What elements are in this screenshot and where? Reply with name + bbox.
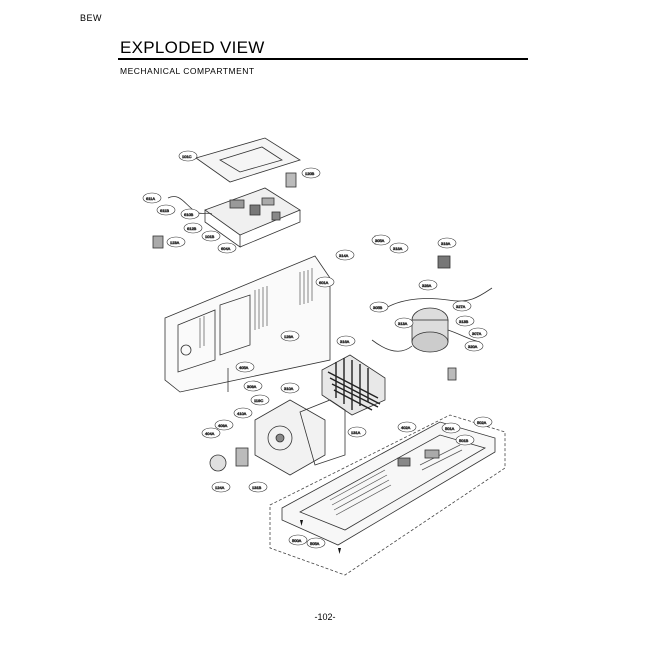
condenser-coil <box>321 354 386 416</box>
callout-label: 123A <box>166 236 186 248</box>
callout-label: 611B <box>156 204 176 216</box>
svg-text:612B: 612B <box>187 226 197 231</box>
bracket-part <box>285 172 297 188</box>
callout-label: 611A <box>142 192 162 204</box>
header-mark: BEW <box>80 13 103 23</box>
svg-text:502A: 502A <box>477 420 487 425</box>
callout-label: 309A <box>243 380 263 392</box>
callout-label: 305A <box>371 234 391 246</box>
screw-icon <box>300 520 303 526</box>
callout-label: 124A <box>211 481 231 493</box>
svg-text:131B: 131B <box>252 485 262 490</box>
svg-text:505A: 505A <box>310 541 320 546</box>
svg-text:318A: 318A <box>393 246 403 251</box>
callout-label: 313A <box>394 317 414 329</box>
svg-text:327A: 327A <box>456 304 466 309</box>
callout-label: 409A <box>214 419 234 431</box>
svg-text:119C: 119C <box>254 398 263 403</box>
svg-text:310A: 310A <box>284 386 294 391</box>
svg-text:328A: 328A <box>422 283 432 288</box>
svg-text:313A: 313A <box>398 321 408 326</box>
page-title: EXPLODED VIEW <box>120 38 265 57</box>
svg-text:409A: 409A <box>218 423 228 428</box>
svg-text:129A: 129A <box>284 334 294 339</box>
svg-text:101B: 101B <box>205 234 215 239</box>
exploded-view-diagram: 101C 120B 611A 610B 612B 604A 123A 101B … <box>142 137 506 576</box>
callout-label: 501A <box>441 422 461 434</box>
svg-text:404A: 404A <box>205 431 215 436</box>
svg-text:501A: 501A <box>445 426 455 431</box>
callout-label: 604A <box>217 242 237 254</box>
svg-text:601A: 601A <box>319 280 329 285</box>
callout-label: 505A <box>306 537 326 549</box>
svg-text:611A: 611A <box>146 196 155 201</box>
svg-text:410A: 410A <box>237 411 247 416</box>
rear-panel <box>164 255 331 393</box>
svg-text:320A: 320A <box>468 344 478 349</box>
svg-text:500A: 500A <box>292 538 302 543</box>
svg-text:611B: 611B <box>160 208 169 213</box>
svg-text:405A: 405A <box>239 365 249 370</box>
callout-label: 328A <box>418 279 438 291</box>
callout-label: 501B <box>455 434 475 446</box>
base-outline <box>269 414 506 576</box>
callout-label: 131B <box>248 481 268 493</box>
svg-text:501B: 501B <box>459 438 469 443</box>
callout-label: 305B <box>369 301 389 313</box>
section-subtitle: MECHANICAL COMPARTMENT <box>120 66 255 76</box>
svg-text:316A: 316A <box>340 339 350 344</box>
callout-label: 402A <box>397 421 417 433</box>
callout-label: 101B <box>201 230 221 242</box>
callout-label: 404A <box>201 427 221 439</box>
svg-text:402A: 402A <box>401 425 411 430</box>
screw-icon <box>338 548 341 554</box>
svg-text:124A: 124A <box>215 485 225 490</box>
callout-label: 601A <box>315 276 335 288</box>
callout-label: 502A <box>473 416 493 428</box>
callout-label: 410A <box>233 407 253 419</box>
svg-text:101C: 101C <box>182 154 192 159</box>
capacitor-part <box>447 367 457 381</box>
svg-text:307A: 307A <box>472 331 482 336</box>
callout-label: 319A <box>437 237 457 249</box>
callout-label: 405A <box>235 361 255 373</box>
callout-label: 316A <box>336 335 356 347</box>
callout-label: 327A <box>452 300 472 312</box>
svg-text:305A: 305A <box>375 238 385 243</box>
callout-label: 310A <box>280 382 300 394</box>
callout-label: 612B <box>183 222 203 234</box>
svg-text:319A: 319A <box>441 241 451 246</box>
callout-label: 119C <box>250 394 270 406</box>
callout-label: 313B <box>455 315 475 327</box>
control-box <box>204 187 301 248</box>
svg-text:131A: 131A <box>351 430 361 435</box>
svg-text:120B: 120B <box>305 171 315 176</box>
callout-label: 610B <box>180 208 200 220</box>
svg-text:305B: 305B <box>373 305 383 310</box>
svg-text:610B: 610B <box>184 212 194 217</box>
title-rule <box>118 58 528 60</box>
svg-text:309A: 309A <box>247 384 257 389</box>
top-cover <box>195 137 301 183</box>
callout-label: 500A <box>288 534 308 546</box>
callout-label: 131A <box>347 426 367 438</box>
clip-part <box>152 235 164 249</box>
compressor <box>371 287 493 353</box>
callout-label: 307A <box>468 327 488 339</box>
callout-label: 101C <box>178 150 198 162</box>
svg-text:314A: 314A <box>339 253 349 258</box>
page-number: -102- <box>314 612 336 622</box>
overload-part <box>437 255 451 269</box>
fan-motor <box>209 447 249 472</box>
svg-text:604A: 604A <box>221 246 231 251</box>
callout-label: 320A <box>464 340 484 352</box>
callout-label: 314A <box>335 249 355 261</box>
svg-text:123A: 123A <box>170 240 180 245</box>
callout-label: 129A <box>280 330 300 342</box>
svg-text:313B: 313B <box>459 319 469 324</box>
base-plate <box>281 421 496 546</box>
fan-assembly <box>254 399 346 476</box>
callout-label: 120B <box>301 167 321 179</box>
callout-label: 318A <box>389 242 409 254</box>
